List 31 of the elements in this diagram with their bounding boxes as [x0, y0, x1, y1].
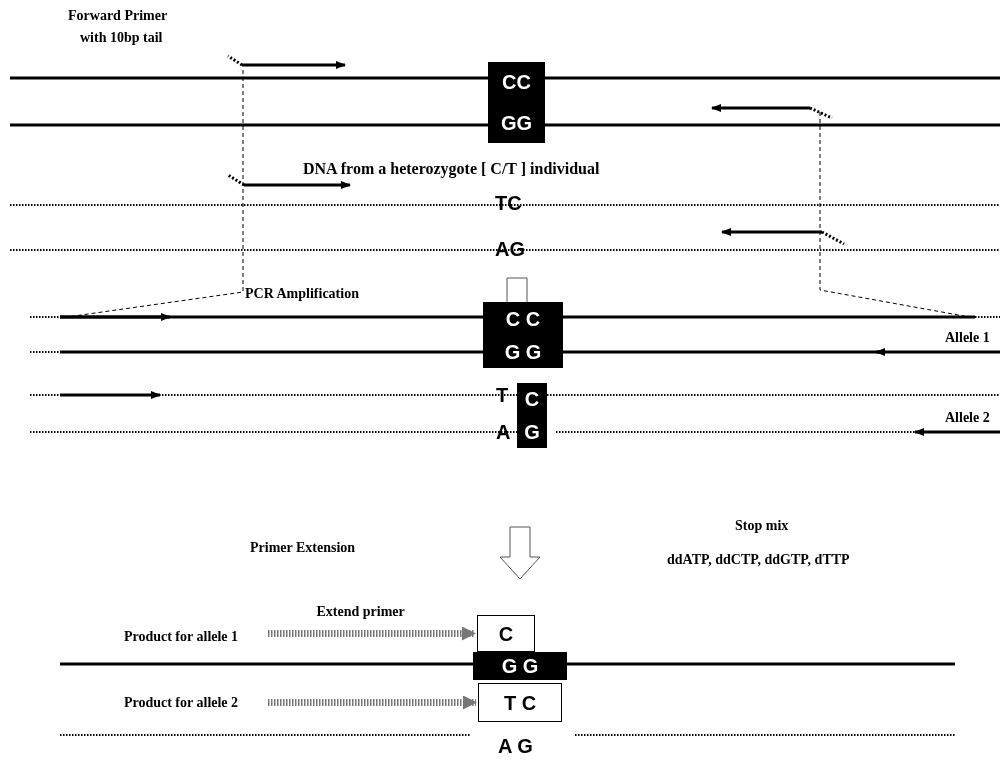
- label-text: Stop mix: [735, 518, 789, 534]
- label-text: Forward Primer: [68, 8, 168, 24]
- base-letters: A: [496, 421, 511, 443]
- step-label: Primer Extension: [250, 540, 356, 556]
- base-letters: A G: [498, 735, 533, 757]
- heading-text: DNA from a heterozygote [ C/T ] individual: [303, 160, 600, 178]
- base-pair-box: [517, 383, 547, 448]
- product-label: Product for allele 1: [97, 627, 265, 647]
- base-box: [478, 683, 562, 722]
- base-letters: C C: [505, 307, 541, 330]
- base-letters: T C: [503, 691, 537, 714]
- base-letters: GG: [500, 111, 533, 134]
- base-box: [477, 615, 535, 652]
- base-letters: G G: [501, 655, 539, 677]
- base-letters: G: [524, 420, 540, 443]
- edge-label: Extend primer: [316, 603, 405, 620]
- base-letters: C: [524, 388, 540, 411]
- step-label: PCR Amplification: [245, 286, 359, 302]
- base-letters: G G: [504, 340, 542, 363]
- base-letters: CC: [502, 71, 531, 94]
- allele-label: Allele 2: [945, 410, 990, 426]
- base-pair-box: [488, 62, 545, 143]
- label-text: with 10bp tail: [80, 30, 163, 46]
- base-pair-box: [483, 302, 563, 368]
- product-label: Product for allele 2: [97, 693, 265, 713]
- base-letters: T: [496, 384, 509, 406]
- reagent-list: ddATP, ddCTP, ddGTP, dTTP: [667, 552, 850, 568]
- base-pair-box: [473, 652, 567, 680]
- base-letters: C: [498, 622, 514, 645]
- base-letters: TC: [495, 192, 522, 214]
- allele-label: Allele 1: [945, 330, 990, 346]
